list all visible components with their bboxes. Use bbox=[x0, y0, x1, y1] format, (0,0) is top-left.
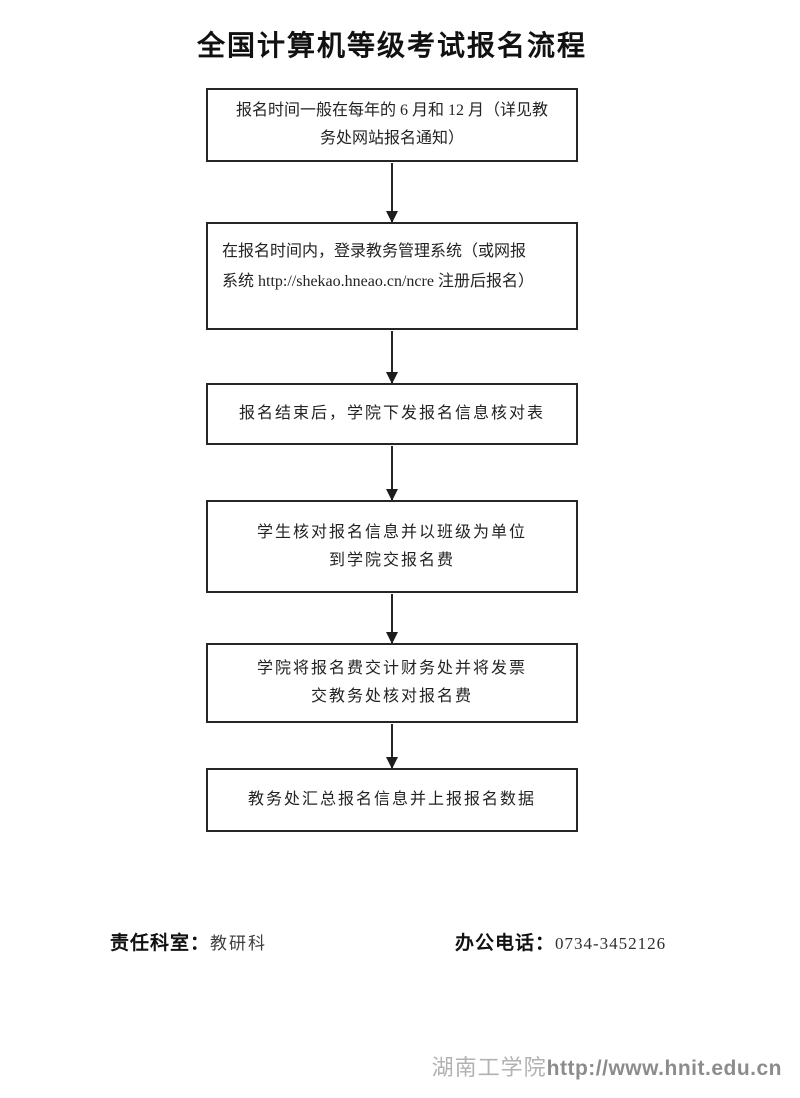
flow-step-text: 交教务处核对报名费 bbox=[310, 688, 473, 705]
arrow-head-icon bbox=[386, 372, 398, 384]
responsible-department-label: 责任科室： bbox=[110, 933, 211, 954]
flow-step-text: 到学院交报名费 bbox=[328, 551, 455, 569]
arrow-head-icon bbox=[386, 211, 398, 223]
flow-step-text: 报名时间一般在每年的 6 月和 12 月（详见教 bbox=[235, 102, 548, 119]
responsible-department-value: 教研科 bbox=[210, 934, 268, 953]
arrow-shaft bbox=[391, 724, 393, 768]
office-phone-value: 0734-3452126 bbox=[555, 934, 667, 953]
meta-row: 责任科室：教研科 办公电话：0734-3452126 bbox=[0, 928, 800, 954]
flow-arrow-down bbox=[384, 446, 400, 501]
flow-arrow-down bbox=[384, 724, 400, 769]
flow-step-text: 务处网站报名通知） bbox=[319, 130, 464, 147]
office-phone: 办公电话：0734-3452126 bbox=[455, 928, 666, 955]
arrow-shaft bbox=[391, 163, 393, 222]
flow-step-report-data: 教务处汇总报名信息并上报报名数据 bbox=[206, 768, 578, 832]
flow-step-check-table: 报名结束后，学院下发报名信息核对表 bbox=[206, 383, 578, 445]
flow-step-registration-time: 报名时间一般在每年的 6 月和 12 月（详见教 务处网站报名通知） bbox=[206, 88, 578, 162]
flow-step-student-verify-pay: 学生核对报名信息并以班级为单位 到学院交报名费 bbox=[206, 500, 578, 593]
arrow-head-icon bbox=[386, 632, 398, 644]
page-title: 全国计算机等级考试报名流程 bbox=[196, 30, 587, 61]
flow-step-text: 报名结束后，学院下发报名信息核对表 bbox=[238, 405, 545, 422]
arrow-shaft bbox=[391, 446, 393, 500]
responsible-department: 责任科室：教研科 bbox=[110, 928, 267, 955]
arrow-shaft bbox=[391, 594, 393, 643]
footer-site-url: http://www.hnit.edu.cn bbox=[546, 1057, 782, 1080]
flow-arrow-down bbox=[384, 331, 400, 384]
arrow-head-icon bbox=[386, 757, 398, 769]
site-footer: 湖南工学院http://www.hnit.edu.cn bbox=[0, 1050, 782, 1082]
flow-step-text: 教务处汇总报名信息并上报报名数据 bbox=[247, 791, 536, 808]
arrow-shaft bbox=[391, 331, 393, 383]
flow-step-text: 系统 http://shekao.hneao.cn/ncre 注册后报名） bbox=[222, 273, 534, 290]
flow-arrow-down bbox=[384, 594, 400, 644]
office-phone-label: 办公电话： bbox=[455, 933, 556, 954]
flow-step-text: 学院将报名费交计财务处并将发票 bbox=[256, 660, 527, 677]
footer-org-name: 湖南工学院 bbox=[431, 1055, 547, 1080]
flow-step-college-pay-finance: 学院将报名费交计财务处并将发票 交教务处核对报名费 bbox=[206, 643, 578, 723]
arrow-head-icon bbox=[386, 489, 398, 501]
flow-step-text: 学生核对报名信息并以班级为单位 bbox=[256, 523, 527, 541]
flow-step-login-system: 在报名时间内，登录教务管理系统（或网报 系统 http://shekao.hne… bbox=[206, 222, 578, 330]
flow-arrow-down bbox=[384, 163, 400, 223]
flow-step-text: 在报名时间内，登录教务管理系统（或网报 bbox=[222, 243, 527, 260]
